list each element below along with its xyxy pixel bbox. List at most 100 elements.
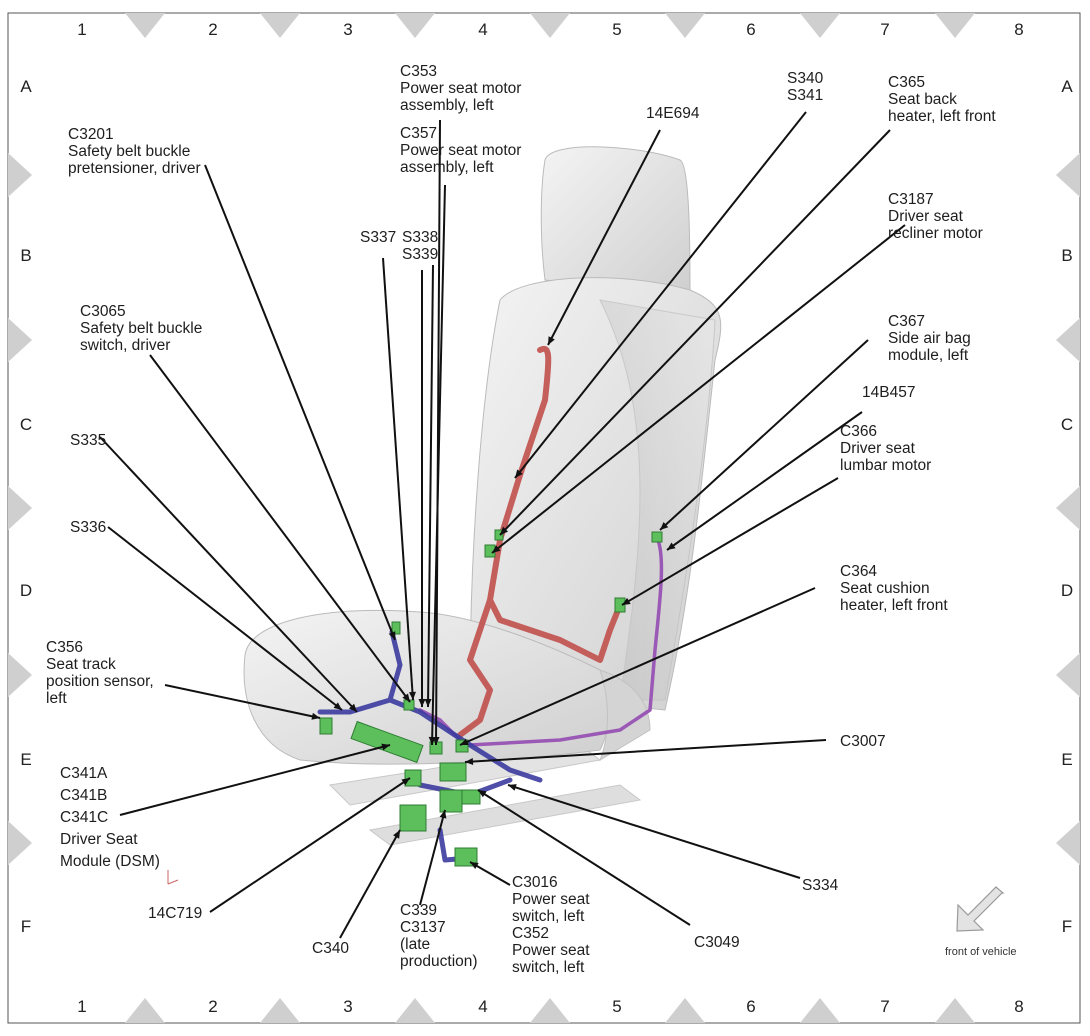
callout-line: C3007 (840, 733, 886, 750)
wire-harness-red (457, 345, 623, 738)
leader-arrowhead (667, 542, 676, 550)
leader-arrowhead (408, 691, 416, 700)
callout-line: C3187 (888, 191, 934, 208)
callout-line: C3049 (694, 934, 740, 951)
callout-line: Power seat motor (400, 80, 521, 97)
leader-arrowhead (401, 778, 410, 786)
leader-arrowhead (515, 469, 523, 478)
leader-line (149, 354, 411, 703)
leader-line (204, 164, 396, 641)
callout-line: Driver Seat (60, 831, 138, 848)
callout-line: C3137 (400, 919, 446, 936)
callout-line: assembly, left (400, 159, 494, 176)
callout-line: heater, left front (888, 108, 996, 125)
callout-line: 14E694 (646, 105, 700, 122)
callout-line: C340 (312, 940, 349, 957)
callout-line: assembly, left (400, 97, 494, 114)
grid-column-1-bottom: 1 (77, 997, 86, 1016)
callout-line: production) (400, 953, 478, 970)
frame-marker-right-0 (1056, 153, 1080, 197)
callout-e14b457: 14B457 (862, 384, 915, 401)
leader-arrowhead (402, 693, 410, 702)
callout-line: recliner motor (888, 225, 983, 242)
frame-marker-top-0 (125, 13, 165, 38)
frame-marker-top-3 (530, 13, 570, 38)
frame-marker-bottom-2 (395, 998, 435, 1023)
leader-line (339, 829, 401, 939)
frame-marker-right-2 (1056, 486, 1080, 530)
callout-line: C339 (400, 902, 437, 919)
callout-line: pretensioner, driver (68, 160, 201, 177)
callout-line: C353 (400, 63, 437, 80)
callout-line: left (46, 690, 67, 707)
callout-line: Seat cushion (840, 580, 930, 597)
frame-marker-bottom-4 (665, 998, 705, 1023)
grid-row-C-left: C (20, 415, 32, 434)
callout-s334: S334 (802, 877, 839, 894)
front-of-vehicle-arrow-icon (956, 886, 1005, 932)
leader-line (164, 684, 321, 719)
leader-arrowhead (622, 597, 631, 605)
callout-line: C3016 (512, 874, 558, 891)
leader-line (666, 411, 863, 551)
grid-row-A-left: A (20, 77, 32, 96)
callout-line: position sensor, (46, 673, 154, 690)
callout-line: C3065 (80, 303, 126, 320)
callout-line: S339 (402, 246, 438, 263)
callout-line: switch, left (512, 908, 585, 925)
callout-line: C356 (46, 639, 83, 656)
callout-line: lumbar motor (840, 457, 931, 474)
frame-marker-right-4 (1056, 821, 1080, 865)
grid-row-C-right: C (1061, 415, 1073, 434)
grid-column-3-top: 3 (343, 20, 352, 39)
grid-row-A-right: A (1061, 77, 1073, 96)
leader-arrowhead (439, 810, 447, 819)
grid-column-8-bottom: 8 (1014, 997, 1023, 1016)
grid-row-D-left: D (20, 581, 32, 600)
callout-line: C352 (512, 925, 549, 942)
callout-c340: C340 (312, 940, 349, 957)
grid-column-8-top: 8 (1014, 20, 1023, 39)
callout-line: heater, left front (840, 597, 948, 614)
leader-arrowhead (465, 758, 474, 766)
grid-column-2-top: 2 (208, 20, 217, 39)
grid-row-E-right: E (1061, 750, 1072, 769)
leader-arrowhead (478, 790, 487, 798)
leader-line (491, 224, 906, 554)
callout-line: S340 (787, 70, 824, 87)
callout-line: S334 (802, 877, 839, 894)
callout-line: C367 (888, 313, 925, 330)
leader-line (435, 119, 441, 746)
leader-line (427, 264, 434, 708)
callout-line: S338 (402, 229, 438, 246)
leader-arrowhead (432, 736, 440, 745)
grid-column-4-bottom: 4 (478, 997, 487, 1016)
leader-line (459, 587, 816, 746)
grid-column-5-bottom: 5 (612, 997, 621, 1016)
callout-line: C366 (840, 423, 877, 440)
callout-s335: S335 (70, 432, 106, 449)
callout-s337: S337 (360, 229, 396, 246)
callout-line: C357 (400, 125, 437, 142)
frame-marker-bottom-6 (935, 998, 975, 1023)
callout-line: 14B457 (862, 384, 915, 401)
leader-arrowhead (470, 862, 479, 870)
frame-marker-bottom-0 (125, 998, 165, 1023)
grid-row-D-right: D (1061, 581, 1073, 600)
frame-marker-left-0 (8, 153, 32, 197)
grid-column-4-top: 4 (478, 20, 487, 39)
callout-line: C364 (840, 563, 877, 580)
callout-line: Driver seat (840, 440, 916, 457)
callout-line: module, left (888, 347, 969, 364)
frame-marker-left-3 (8, 653, 32, 697)
